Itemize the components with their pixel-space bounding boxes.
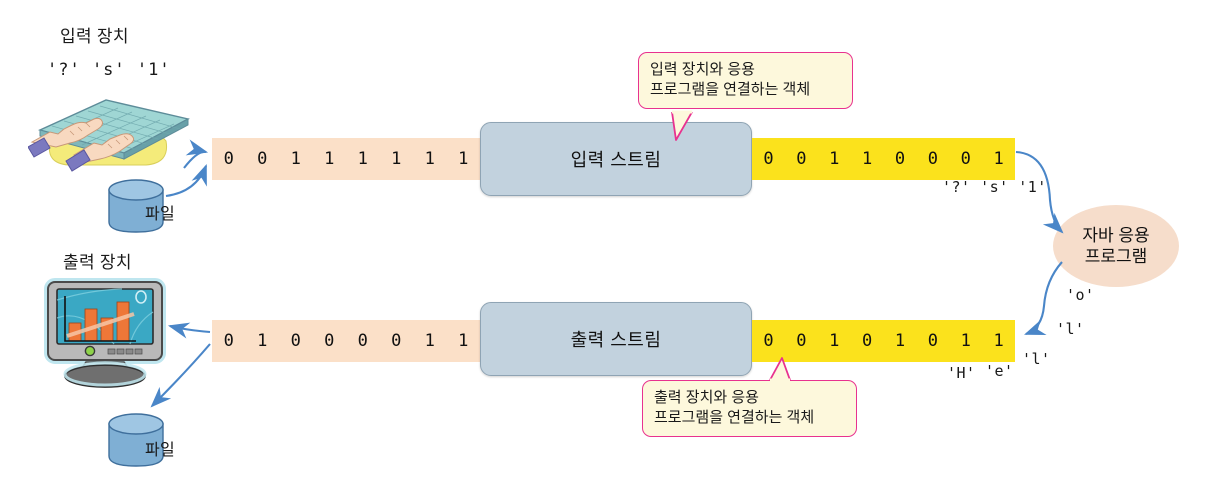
bit: 1 bbox=[829, 149, 840, 169]
keyboard-with-hands-icon bbox=[28, 99, 190, 172]
arrow-output-stream-to-monitor bbox=[167, 322, 211, 339]
bit: 0 bbox=[796, 331, 807, 351]
output-file-label: 파일 bbox=[145, 442, 176, 459]
bit: 0 bbox=[894, 149, 906, 169]
bit: 1 bbox=[357, 149, 368, 169]
bit: 1 bbox=[993, 149, 1004, 169]
bit: 0 bbox=[324, 331, 335, 351]
input-yellow-bitbar: 0 0 1 1 0 0 0 1 bbox=[752, 138, 1015, 180]
bit: 1 bbox=[458, 331, 469, 351]
callout-line-1: 입력 장치와 응용 bbox=[650, 61, 755, 78]
bit: 0 bbox=[960, 149, 971, 169]
callout-line-2: 프로그램을 연결하는 객체 bbox=[654, 409, 815, 426]
output-stream-callout: 출력 장치와 응용 프로그램을 연결하는 객체 bbox=[642, 380, 857, 437]
bit: 1 bbox=[894, 331, 906, 351]
input-peach-bitbar: 0 0 1 1 1 1 1 1 bbox=[212, 138, 480, 180]
input-file-label: 파일 bbox=[145, 206, 176, 223]
bit: 1 bbox=[424, 331, 435, 351]
bit: 0 bbox=[763, 149, 774, 169]
bit: 0 bbox=[763, 331, 774, 351]
bit: 0 bbox=[391, 331, 402, 351]
output-decoded-char-o: 'o' bbox=[1066, 286, 1095, 304]
input-decoded-chars: '?' 's' '1' bbox=[942, 178, 1047, 196]
output-decoded-char-e: 'e' bbox=[985, 362, 1014, 380]
bit: 1 bbox=[829, 331, 840, 351]
bit: 0 bbox=[290, 331, 301, 351]
output-decoded-char-l1: 'l' bbox=[1022, 350, 1051, 368]
bit: 0 bbox=[927, 149, 938, 169]
bit: 1 bbox=[861, 149, 873, 169]
bit: 0 bbox=[861, 331, 873, 351]
bit: 1 bbox=[424, 149, 435, 169]
input-file-database-icon bbox=[108, 179, 164, 233]
bit: 1 bbox=[458, 149, 469, 169]
bit: 1 bbox=[257, 331, 268, 351]
java-app-line-2: 프로그램 bbox=[1084, 247, 1148, 266]
input-device-label: 입력 장치 bbox=[60, 27, 129, 46]
callout-line-1: 출력 장치와 응용 bbox=[654, 389, 759, 406]
output-decoded-char-l2: 'l' bbox=[1056, 320, 1085, 338]
output-peach-bitbar: 0 1 0 0 0 0 1 1 bbox=[212, 320, 480, 362]
bit: 1 bbox=[290, 149, 301, 169]
callout-line-2: 프로그램을 연결하는 객체 bbox=[650, 81, 811, 98]
output-device-label: 출력 장치 bbox=[63, 253, 132, 272]
output-file-database-icon bbox=[108, 413, 164, 467]
bit: 1 bbox=[391, 149, 402, 169]
output-decoded-char-H: 'H' bbox=[947, 364, 976, 382]
bit: 0 bbox=[796, 149, 807, 169]
input-stream-box[interactable]: 입력 스트림 bbox=[480, 122, 752, 196]
java-application-ellipse[interactable]: 자바 응용 프로그램 bbox=[1053, 205, 1179, 287]
bit: 0 bbox=[223, 149, 234, 169]
bit: 0 bbox=[257, 149, 268, 169]
output-stream-label: 출력 스트림 bbox=[570, 330, 662, 350]
bit: 0 bbox=[927, 331, 938, 351]
output-stream-box[interactable]: 출력 스트림 bbox=[480, 302, 752, 376]
crt-monitor-with-bar-chart-icon bbox=[44, 278, 166, 388]
bit: 1 bbox=[993, 331, 1004, 351]
input-stream-label: 입력 스트림 bbox=[570, 150, 662, 170]
bit: 0 bbox=[357, 331, 368, 351]
input-stream-callout: 입력 장치와 응용 프로그램을 연결하는 객체 bbox=[638, 52, 853, 109]
input-device-chars: '?' 's' '1' bbox=[47, 60, 171, 80]
java-app-line-1: 자바 응용 bbox=[1082, 226, 1150, 245]
bit: 1 bbox=[960, 331, 971, 351]
output-yellow-bitbar: 0 0 1 0 1 0 1 1 bbox=[752, 320, 1015, 362]
bit: 1 bbox=[324, 149, 335, 169]
bit: 0 bbox=[223, 331, 234, 351]
